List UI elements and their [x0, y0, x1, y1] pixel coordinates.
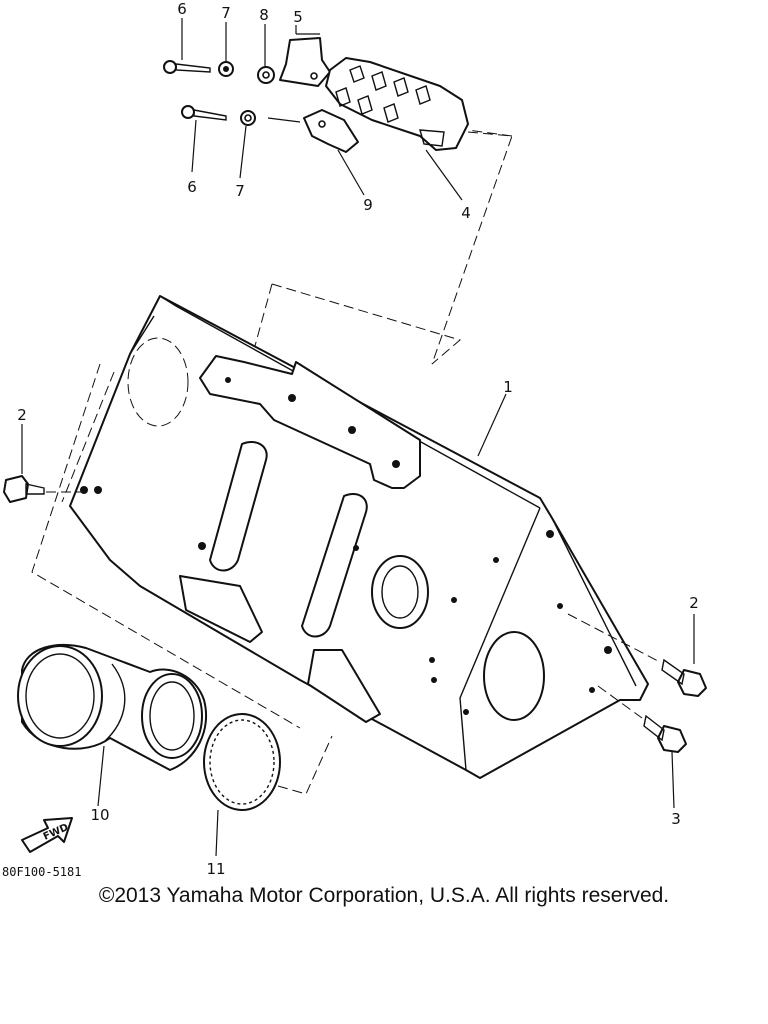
bolt-3 [597, 685, 687, 809]
bolt-2-right [567, 613, 707, 697]
callout-11: 11 [206, 860, 225, 878]
callout-6-lower: 6 [187, 178, 197, 196]
air-duct-10 [17, 644, 208, 807]
callout-2-left: 2 [17, 406, 27, 424]
bolt-6-upper [163, 18, 211, 74]
regulator-4 [325, 57, 469, 201]
fwd-arrow-icon: FWD [21, 817, 73, 853]
callout-3: 3 [671, 810, 681, 828]
panel-1 [69, 295, 649, 779]
callout-9: 9 [363, 196, 373, 214]
callout-1: 1 [503, 378, 513, 396]
callout-4: 4 [461, 204, 471, 222]
callout-5: 5 [293, 8, 303, 26]
callout-10: 10 [90, 806, 109, 824]
gasket-ring-11 [203, 713, 333, 857]
bracket-5 [279, 25, 331, 87]
diagram-code: 80F100-5181 [2, 865, 81, 879]
copyright-notice: ©2013 Yamaha Motor Corporation, U.S.A. A… [98, 884, 670, 907]
bolt-2-left [3, 424, 82, 503]
nut-7-upper [218, 22, 234, 77]
callout-2-right: 2 [689, 594, 699, 612]
callout-7-lower: 7 [235, 182, 245, 200]
callout-8: 8 [259, 6, 269, 24]
clamp-9 [267, 109, 365, 196]
washer-8 [257, 24, 275, 84]
nut-7-lower [239, 110, 256, 179]
bolt-6-lower [181, 105, 227, 173]
callout-7-upper: 7 [221, 4, 231, 22]
callout-6-upper: 6 [177, 0, 187, 18]
